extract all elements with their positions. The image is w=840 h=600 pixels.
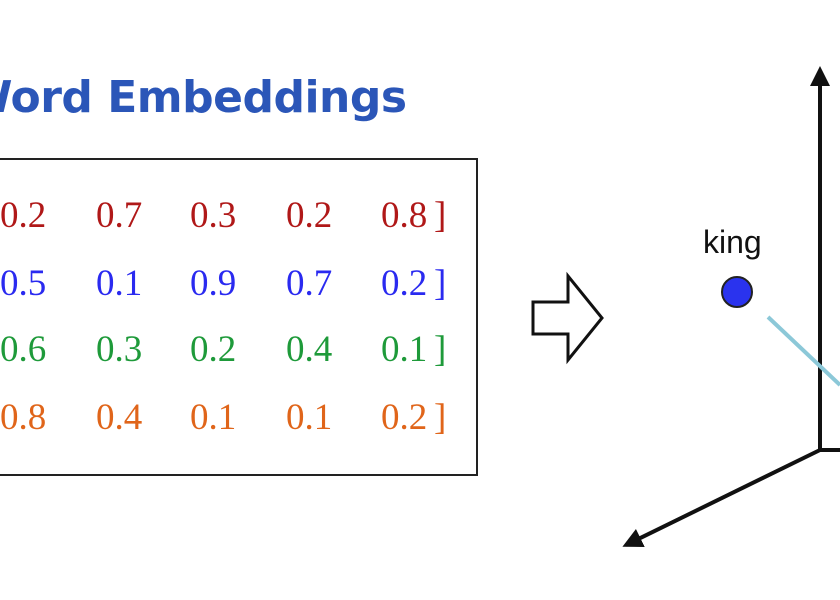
matrix-cell: 0.1: [286, 397, 333, 438]
matrix-row: 0.8 0.4 0.1 0.1 0.2 ]: [0, 396, 460, 446]
right-arrow-icon: [531, 271, 604, 365]
matrix-cell: 0.3: [96, 329, 143, 370]
row-bracket: ]: [434, 397, 447, 438]
matrix-row: 0.6 0.3 0.2 0.4 0.1 ]: [0, 328, 460, 378]
diagram-title: Word Embeddings: [0, 72, 407, 123]
embedding-matrix: 0.2 0.7 0.3 0.2 0.8 ] 0.5 0.1 0.9 0.7 0.…: [0, 158, 478, 476]
king-point: [721, 276, 753, 308]
matrix-cell: 0.7: [96, 195, 143, 236]
matrix-cell: 0.5: [0, 263, 47, 304]
matrix-cell: 0.3: [190, 195, 237, 236]
matrix-cell: 0.4: [286, 329, 333, 370]
row-bracket: ]: [434, 195, 447, 236]
matrix-cell: 0.4: [96, 397, 143, 438]
row-bracket: ]: [434, 329, 447, 370]
matrix-cell: 0.2: [381, 263, 428, 304]
matrix-cell: 0.6: [0, 329, 47, 370]
z-axis: [622, 448, 821, 547]
row-bracket: ]: [434, 263, 447, 304]
matrix-cell: 0.8: [0, 397, 47, 438]
matrix-cell: 0.1: [96, 263, 143, 304]
embedding-space-axes: [622, 66, 840, 547]
matrix-cell: 0.2: [190, 329, 237, 370]
matrix-cell: 0.1: [381, 329, 428, 370]
matrix-cell: 0.9: [190, 263, 237, 304]
matrix-cell: 0.2: [381, 397, 428, 438]
matrix-cell: 0.1: [190, 397, 237, 438]
matrix-cell: 0.2: [286, 195, 333, 236]
king-label: king: [703, 224, 762, 260]
king-vector: [766, 315, 840, 387]
matrix-cell: 0.2: [0, 195, 47, 236]
matrix-cell: 0.8: [381, 195, 428, 236]
matrix-row: 0.5 0.1 0.9 0.7 0.2 ]: [0, 262, 460, 312]
matrix-row: 0.2 0.7 0.3 0.2 0.8 ]: [0, 194, 460, 244]
matrix-cell: 0.7: [286, 263, 333, 304]
